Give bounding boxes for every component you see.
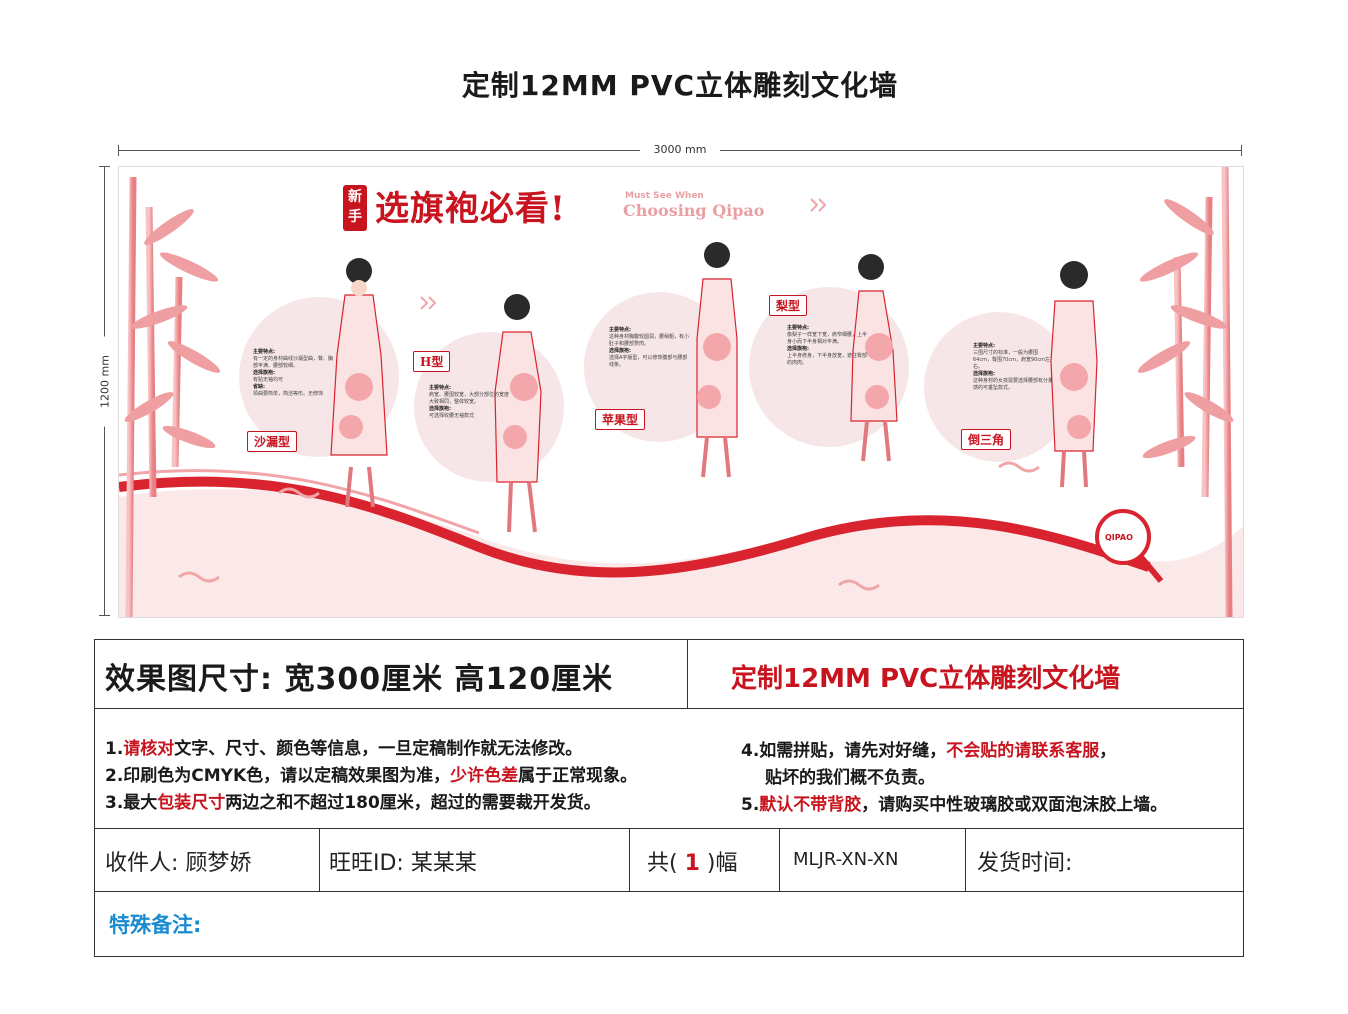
figure-1 <box>330 258 388 508</box>
page-title: 定制12MM PVC立体雕刻文化墙 <box>461 69 899 102</box>
newbie-badge: 新手 <box>343 185 367 231</box>
body-type-label: 梨型 <box>769 295 808 316</box>
special-remark-label: 特殊备注: <box>109 913 202 937</box>
divider <box>779 828 780 891</box>
panel-text-3: 主要特点:这种身材胸腹较圆润，腰稍粗，有小肚子和腰部赘肉。选择旗袍:选择A字版型… <box>609 327 690 368</box>
figure-4 <box>850 254 898 462</box>
width-dimension-label: 3000 mm <box>640 143 720 156</box>
panel-text-4: 主要特点:像梨子一样宽下宽，肩窄细腰，上半身小而下半身相对丰满。选择旗袍:上半身… <box>787 325 868 366</box>
product-name: 定制12MM PVC立体雕刻文化墙 <box>731 664 1121 694</box>
divider <box>629 828 630 891</box>
height-dimension-label: 1200 mm <box>98 336 112 427</box>
ship-time-field: 发货时间: <box>977 851 1073 876</box>
size-row: 效果图尺寸: 宽300厘米 高120厘米 定制12MM PVC立体雕刻文化墙 <box>95 640 1243 709</box>
note-4-line-2: 贴坏的我们概不负责。 <box>765 768 935 788</box>
divider <box>965 828 966 891</box>
artwork-size-text: 效果图尺寸: 宽300厘米 高120厘米 <box>105 662 614 697</box>
culture-wall-artwork: 新手 选旗袍必看! Must See When Choosing Qipao 沙… <box>118 166 1244 618</box>
figure-3 <box>696 242 738 478</box>
order-info-table: 效果图尺寸: 宽300厘米 高120厘米 定制12MM PVC立体雕刻文化墙 1… <box>94 639 1244 957</box>
notes-row: 1.请核对文字、尺寸、颜色等信息，一旦定稿制作就无法修改。 2.印刷色为CMYK… <box>95 708 1243 829</box>
artwork-illustration <box>119 167 1243 617</box>
panel-text-1: 主要特点:有一定的身材曲线沙漏型曲，臀、胸部丰满、腰部较细。选择旗袍:有贴无袖均… <box>253 349 334 397</box>
note-2: 2.印刷色为CMYK色，请以定稿效果图为准，少许色差属于正常现象。 <box>105 766 638 786</box>
artwork-subheading: Choosing Qipao <box>623 201 765 220</box>
body-type-label: H型 <box>413 351 451 372</box>
wangwang-id-field: 旺旺ID: 某某某 <box>329 851 477 876</box>
note-1: 1.请核对文字、尺寸、颜色等信息，一旦定稿制作就无法修改。 <box>105 739 583 759</box>
note-3: 3.最大包装尺寸两边之和不超过180厘米，超过的需要裁开发货。 <box>105 793 601 813</box>
note-5: 5.默认不带背胶，请购买中性玻璃胶或双面泡沫胶上墙。 <box>741 795 1168 815</box>
body-type-label: 倒三角 <box>961 429 1012 450</box>
divider <box>319 828 320 891</box>
divider <box>687 640 688 708</box>
remark-row: 特殊备注: <box>95 891 1243 956</box>
panel-text-2: 主要特点:肩宽、腰围较宽，大部分部位的宽度大致相同，整体较宽。选择旗袍:可选择收… <box>429 385 510 419</box>
recipient-field: 收件人: 顾梦娇 <box>105 851 252 876</box>
body-type-label: 苹果型 <box>595 409 646 430</box>
body-type-label: 沙漏型 <box>247 431 298 452</box>
piece-count-field: 共( 1 )幅 <box>647 851 738 876</box>
note-4: 4.如需拼贴，请先对好缝，不会贴的请联系客服， <box>741 741 1117 761</box>
qipao-logo-text: QIPAO <box>1105 533 1133 542</box>
figure-5 <box>1050 261 1098 488</box>
sku-code: MLJR-XN-XN <box>793 849 899 870</box>
panel-text-5: 主要特点:三围尺寸的标准，一般为腰围64cm，臀围70cm，肩宽90cm左右。选… <box>973 343 1054 391</box>
figure-2 <box>494 294 542 533</box>
artwork-subheading-small: Must See When <box>625 191 704 201</box>
artwork-heading: 选旗袍必看! <box>375 189 566 229</box>
shipping-row: 收件人: 顾梦娇 旺旺ID: 某某某 共( 1 )幅 MLJR-XN-XN 发货… <box>95 828 1243 892</box>
